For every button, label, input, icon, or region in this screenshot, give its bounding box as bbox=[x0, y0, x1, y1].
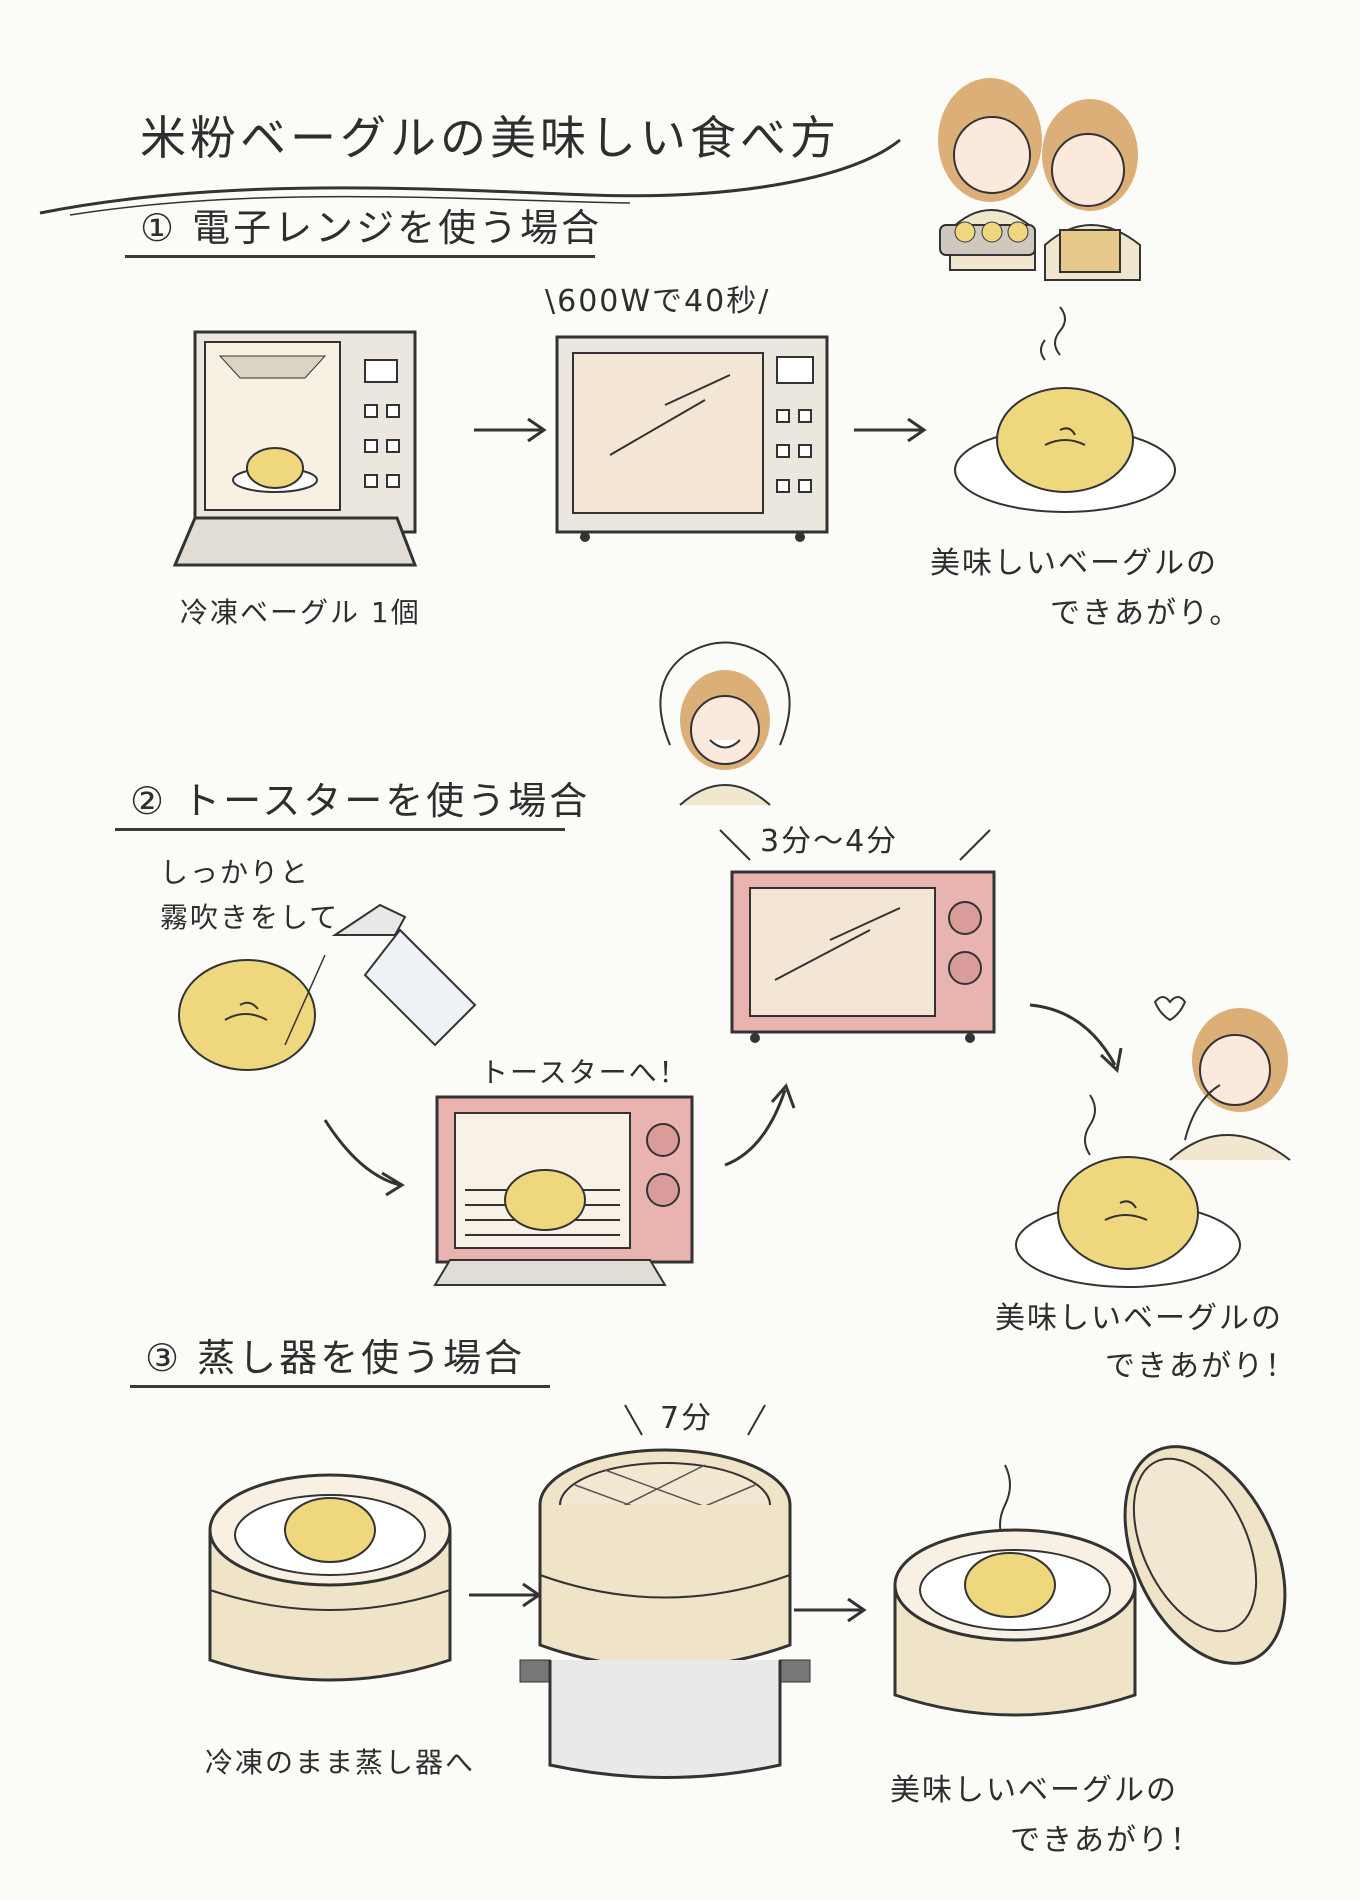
microwave-open-icon bbox=[172, 330, 418, 567]
timer-ticks-icon bbox=[719, 829, 991, 861]
section-3-underline bbox=[130, 1385, 550, 1388]
toaster-icon bbox=[433, 1095, 694, 1286]
arrow-icon bbox=[854, 417, 927, 443]
steamer-icon bbox=[208, 1473, 452, 1682]
arrow-icon bbox=[724, 1083, 796, 1167]
microwave-closed-icon bbox=[555, 335, 829, 542]
two-people-icon bbox=[938, 78, 1141, 281]
bagel-icon bbox=[178, 959, 316, 1071]
section-2-heading: ② トースターを使う場合 bbox=[130, 779, 591, 823]
toaster-icon bbox=[730, 870, 996, 1043]
steamer-icon bbox=[893, 1445, 1287, 1717]
arrow-icon bbox=[323, 1119, 405, 1197]
section-1-underline bbox=[125, 255, 595, 258]
person-icon bbox=[938, 78, 1042, 271]
arrow-icon bbox=[794, 1597, 867, 1623]
section-1-timer-label: \600Wで40秒/ bbox=[545, 284, 771, 319]
section-1-heading: ① 電子レンジを使う場合 bbox=[140, 206, 603, 250]
bagel-on-plate-icon bbox=[1015, 1094, 1241, 1288]
section-2-underline bbox=[115, 828, 565, 831]
bagel-on-plate-icon bbox=[954, 306, 1176, 513]
spray-label-line-1: しっかりと bbox=[160, 856, 311, 889]
spray-label-line-2: 霧吹きをして bbox=[160, 901, 340, 934]
section-3-result-line-1: 美味しいベーグルの bbox=[890, 1773, 1178, 1808]
person-icon bbox=[1042, 99, 1141, 281]
heart-icon bbox=[1153, 996, 1187, 1022]
section-1-result-line-1: 美味しいベーグルの bbox=[930, 546, 1218, 581]
steamer-icon bbox=[519, 1448, 811, 1779]
to-toaster-label: トースターへ！ bbox=[480, 1056, 689, 1089]
spray-bottle-icon bbox=[284, 903, 477, 1047]
section-3-start-label: 冷凍のまま蒸し器へ bbox=[205, 1746, 476, 1779]
arrow-icon bbox=[474, 417, 547, 443]
person-icon bbox=[659, 641, 791, 806]
page-title: 米粉ベーグルの美味しい食べ方 bbox=[140, 111, 840, 165]
section-3-result-line-2: できあがり！ bbox=[1010, 1823, 1202, 1858]
section-2-result-line-2: できあがり！ bbox=[1105, 1349, 1297, 1384]
section-2-timer-label: 3分〜4分 bbox=[760, 824, 899, 859]
section-1-start-label: 冷凍ベーグル 1個 bbox=[180, 596, 421, 629]
timer-ticks-icon bbox=[624, 1404, 766, 1436]
section-3-timer-label: 7分 bbox=[660, 1401, 714, 1436]
arrow-icon bbox=[1029, 1003, 1123, 1073]
title-swoosh-icon bbox=[39, 138, 901, 216]
section-2-result-line-1: 美味しいベーグルの bbox=[995, 1301, 1283, 1336]
section-1-result-line-2: できあがり。 bbox=[1050, 596, 1242, 631]
person-icon bbox=[1153, 996, 1291, 1161]
section-3-heading: ③ 蒸し器を使う場合 bbox=[145, 1336, 526, 1380]
